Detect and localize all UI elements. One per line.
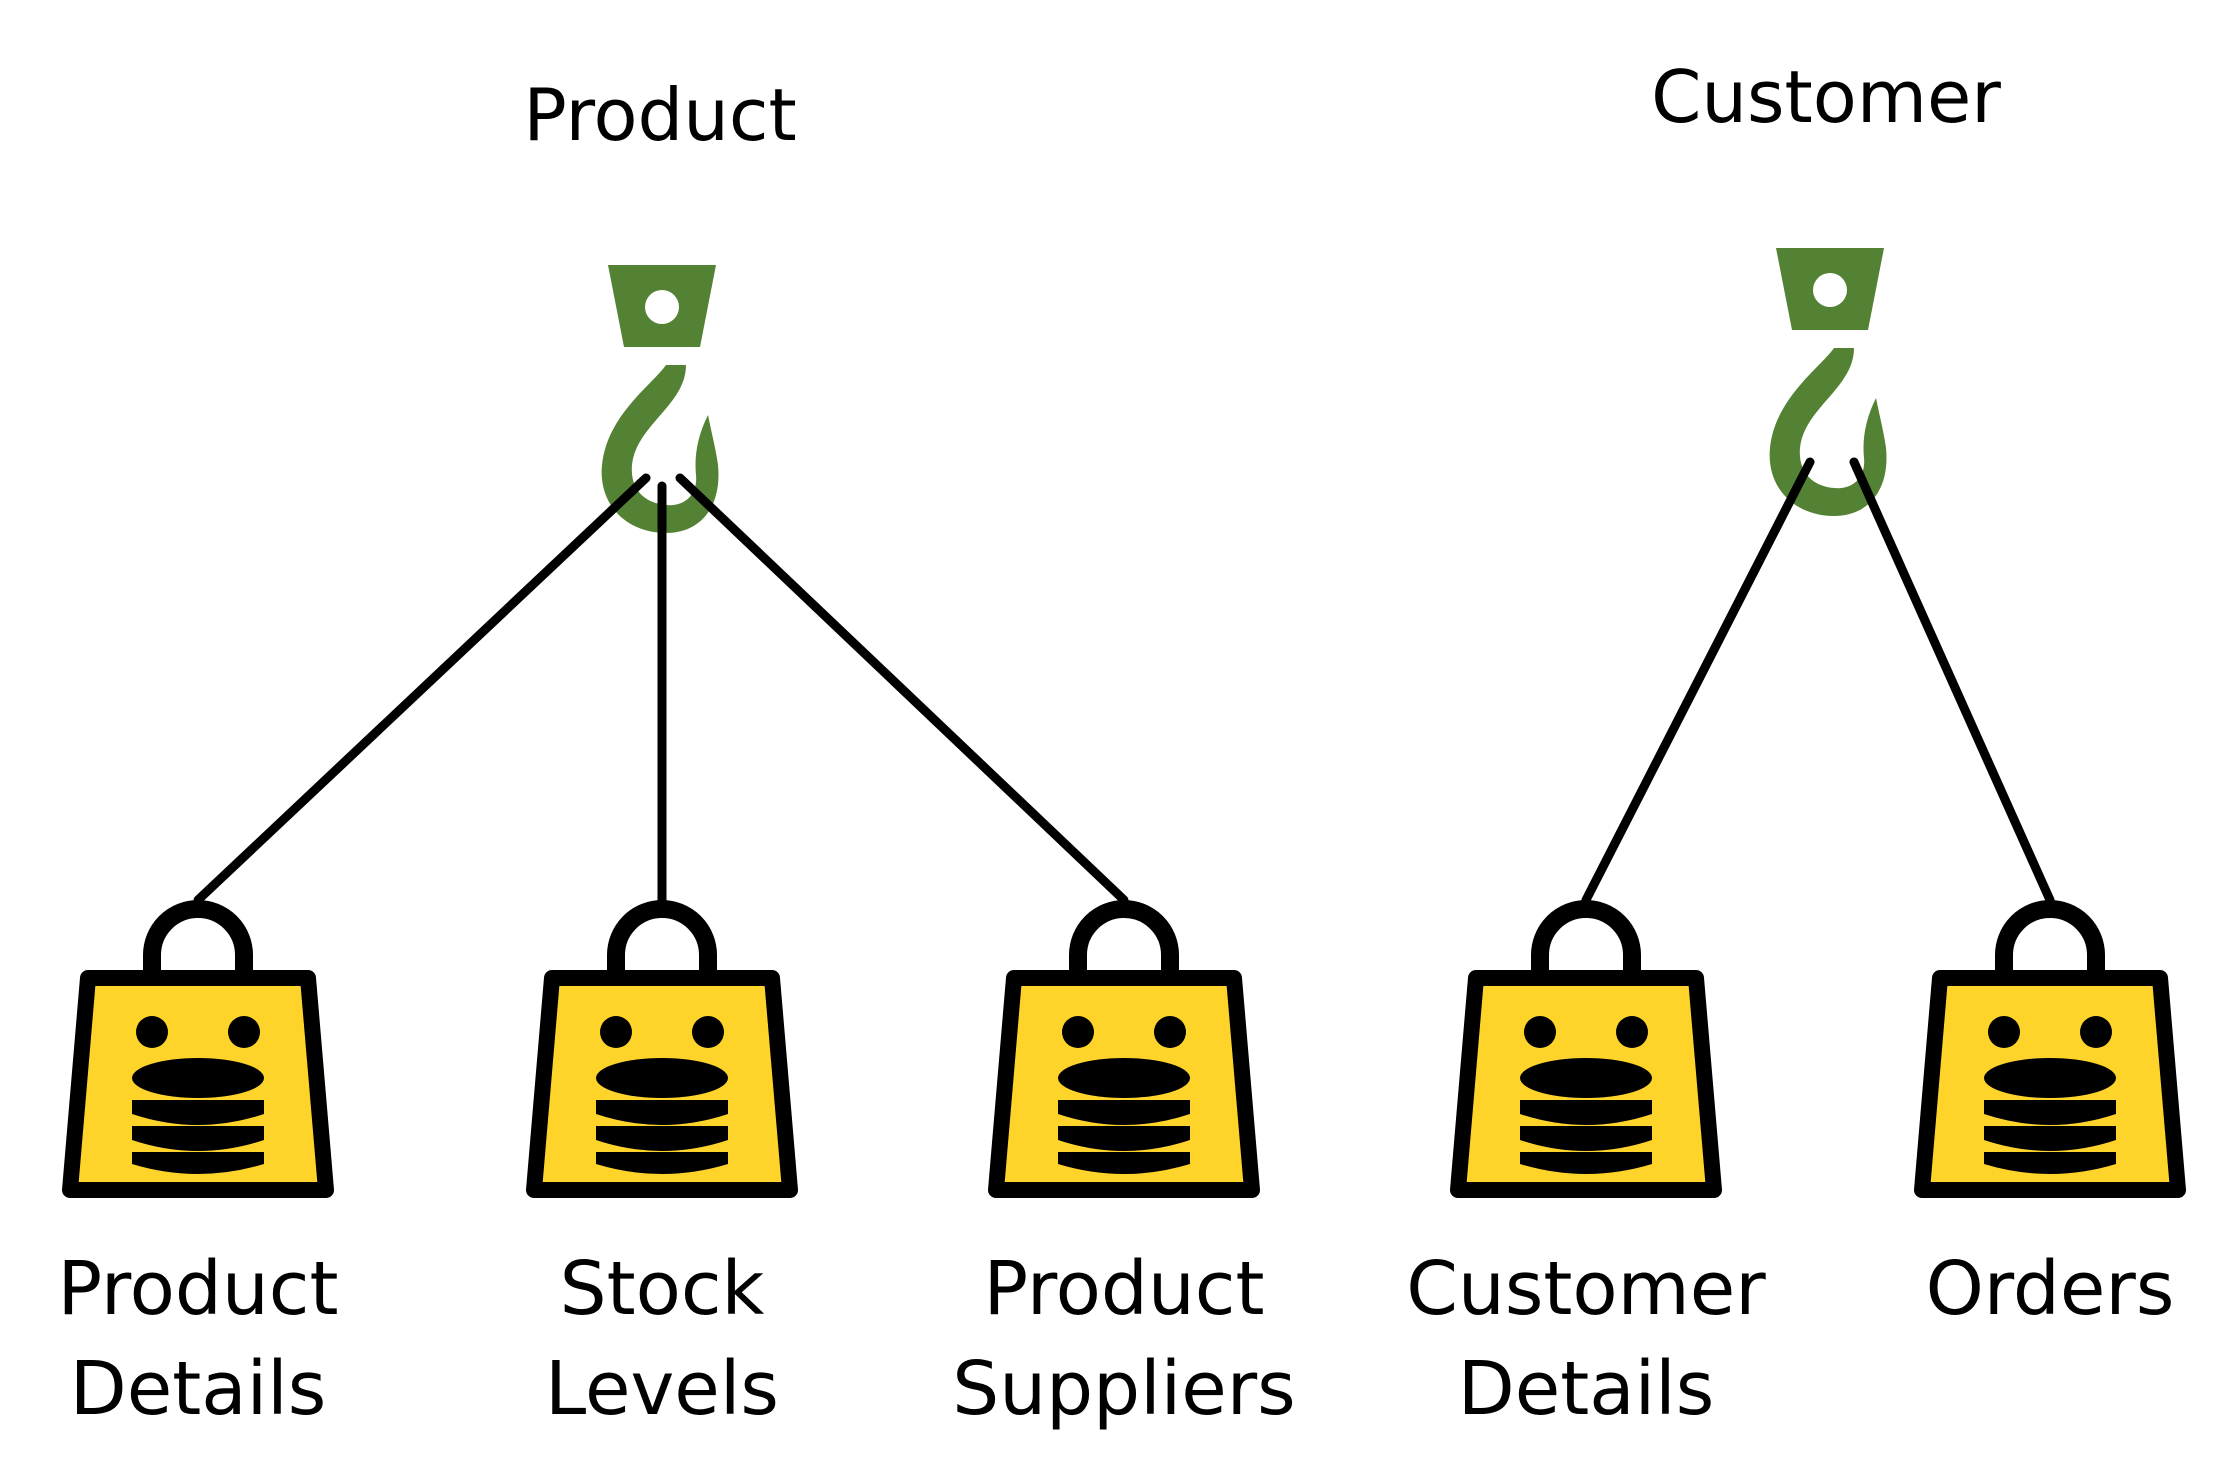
node-label-line2: Details [70, 1346, 327, 1432]
database-bag-icon [534, 909, 790, 1190]
node-stock-levels: Stock Levels [534, 909, 790, 1432]
database-bag-icon [1458, 909, 1714, 1190]
node-label-line2: Levels [545, 1346, 779, 1432]
node-label-line1: Customer [1406, 1246, 1766, 1332]
node-label-line1: Stock [560, 1246, 765, 1332]
node-label-line1: Orders [1926, 1246, 2175, 1332]
customer-group: Customer Customer Details Orders [1406, 55, 2178, 1432]
node-product-details: Product Details [58, 909, 339, 1432]
product-group: Product Product Details Stock Levels Pro… [58, 73, 1296, 1432]
rope-product-suppliers [675, 473, 1129, 905]
customer-ropes [1581, 457, 2055, 905]
product-ropes [193, 473, 1129, 905]
node-label-line2: Suppliers [952, 1346, 1295, 1432]
node-label-line1: Product [58, 1246, 339, 1332]
node-product-suppliers: Product Suppliers [952, 909, 1296, 1432]
group-title-product: Product [523, 73, 796, 157]
node-label-line2: Details [1458, 1346, 1715, 1432]
node-customer-details: Customer Details [1406, 909, 1766, 1432]
node-orders: Orders [1922, 909, 2178, 1332]
node-label-line1: Product [984, 1246, 1265, 1332]
database-bag-icon [70, 909, 326, 1190]
rope-customer-details [1581, 457, 1815, 905]
rope-orders [1849, 457, 2055, 905]
group-title-customer: Customer [1651, 55, 2001, 139]
rope-product-details [193, 473, 651, 905]
database-bag-icon [996, 909, 1252, 1190]
crane-hook-icon [1769, 248, 1887, 516]
database-bag-icon [1922, 909, 2178, 1190]
